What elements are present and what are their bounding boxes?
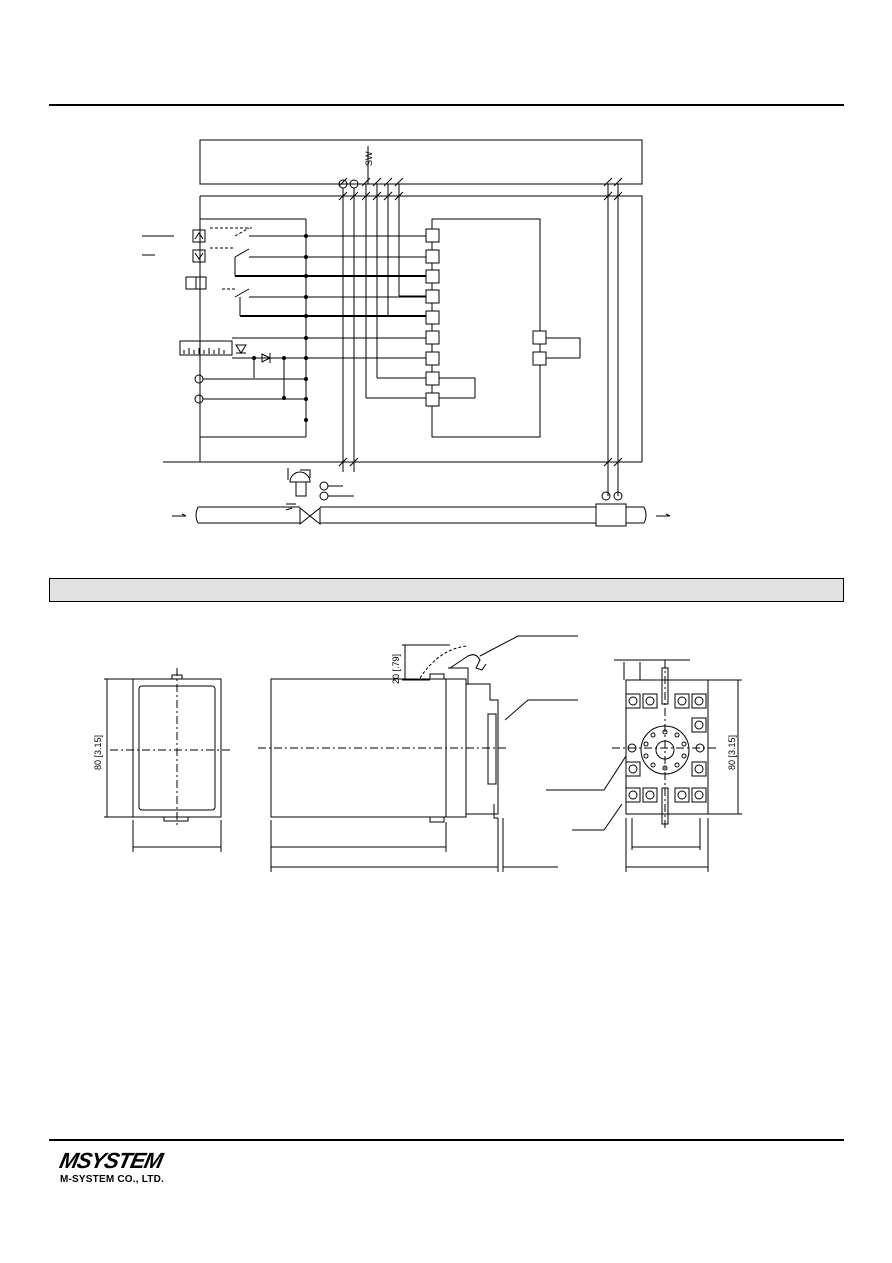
control-valve — [285, 468, 354, 526]
logo-mark: MSYSTEM — [57, 1148, 165, 1173]
front-view — [104, 668, 230, 852]
terminal-blocks — [425, 228, 547, 407]
relay-contacts — [142, 227, 426, 317]
switch-label: SW — [364, 151, 374, 166]
main-unit-box-top — [200, 195, 643, 462]
dimensions-drawing: 80 [3.15] 20 [.79] — [93, 635, 742, 872]
socket-height-dim: 80 [3.15] — [727, 735, 737, 770]
company-logo: MSYSTEM M-SYSTEM CO., LTD. — [57, 1148, 165, 1185]
footer-rule — [49, 1139, 844, 1141]
process-pipe — [172, 491, 671, 527]
front-height-dim: 80 [3.15] — [93, 735, 103, 770]
upper-unit-box — [199, 139, 643, 185]
socket-pins — [643, 729, 687, 771]
clearance-dim: 20 [.79] — [391, 654, 401, 684]
wiring-diagram: SW — [142, 139, 671, 527]
header-rule — [49, 104, 844, 106]
terminal-screws — [625, 693, 707, 803]
side-view — [258, 635, 578, 872]
controller-box — [431, 218, 541, 438]
section-title-bar — [49, 578, 844, 602]
indicator-meter — [179, 340, 233, 356]
company-name: M-SYSTEM CO., LTD. — [60, 1174, 164, 1185]
socket-view — [546, 659, 742, 872]
